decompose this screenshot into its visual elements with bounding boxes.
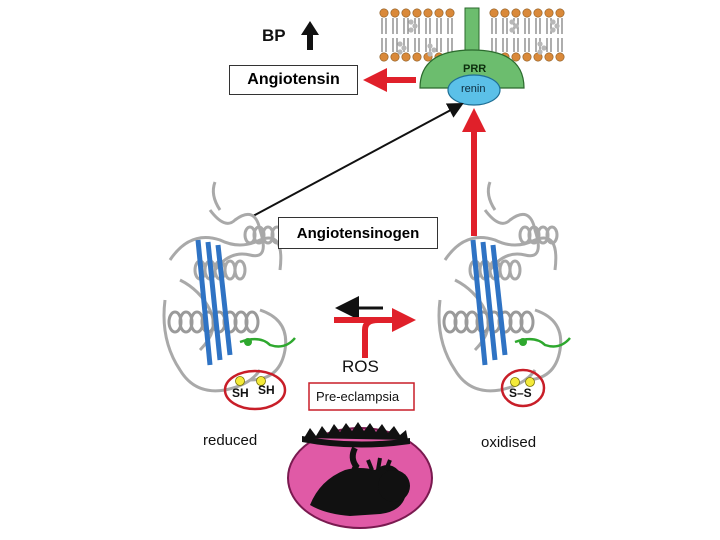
- oxidised-caption: oxidised: [481, 434, 537, 451]
- renin-enzyme: [447, 74, 501, 106]
- ros-oxidation-arrow: [362, 317, 400, 358]
- sh-right-label: SH: [258, 383, 275, 397]
- ss-atom-left: [510, 377, 520, 387]
- preeclampsia-label: Pre-eclampsia: [316, 389, 400, 404]
- renin-label: renin: [461, 83, 486, 95]
- angiotensinogen-box: Angiotensinogen: [278, 217, 438, 249]
- prr-receptor: [419, 7, 525, 89]
- prr-label: PRR: [463, 63, 487, 75]
- oxidised-protein-structure: [437, 181, 571, 393]
- angiotensin-box: Angiotensin: [229, 65, 358, 95]
- ss-atom-right: [525, 377, 535, 387]
- angiotensinogen-cleavage-arrow: [252, 103, 464, 217]
- ss-label: S–S: [509, 386, 532, 400]
- sh-atom-right: [256, 376, 266, 386]
- preeclampsia-box-border: [308, 382, 415, 411]
- ros-label: ROS: [342, 357, 379, 376]
- bp-up-arrow-icon: [301, 21, 319, 50]
- reduced-disulfide-ring: [223, 369, 287, 411]
- sh-atom-left: [235, 376, 245, 386]
- oxidised-disulfide-ring: [500, 368, 546, 408]
- reduced-protein-structure: [162, 181, 296, 393]
- bp-label: BP: [262, 26, 286, 45]
- reduced-caption: reduced: [203, 432, 258, 449]
- womb-fetus-illustration: [287, 422, 433, 529]
- lipid-bilayer: [379, 8, 565, 62]
- sh-left-label: SH: [232, 386, 249, 400]
